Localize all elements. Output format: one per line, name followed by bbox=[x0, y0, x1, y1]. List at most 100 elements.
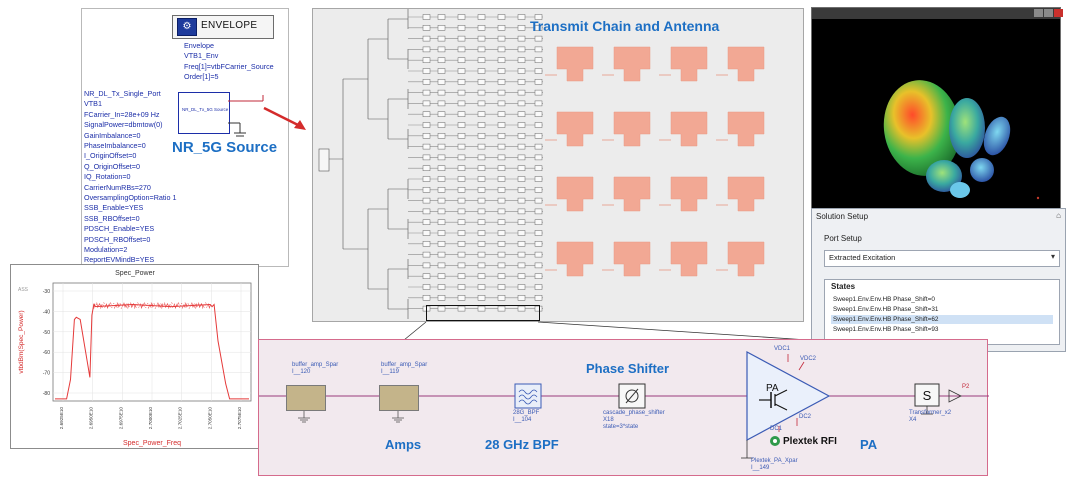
component-label-line: I__104 bbox=[513, 417, 532, 423]
pin-dc2: DC2 bbox=[799, 414, 812, 420]
pa-symbol bbox=[746, 350, 831, 442]
antenna-patch bbox=[727, 111, 765, 147]
y-tick-label: -30 bbox=[43, 289, 50, 295]
antenna-patch bbox=[670, 46, 708, 82]
component-label-line: Plextek_PA_Xpar bbox=[751, 458, 798, 464]
component-label-line: I__120 bbox=[292, 369, 311, 375]
state-row[interactable]: Sweep1.Env.Env.HB Phase_Shift=31 bbox=[833, 306, 939, 313]
source-param-line: PhaseImbalance=0 bbox=[84, 141, 146, 150]
chevron-down-icon[interactable]: ▾ bbox=[1050, 252, 1055, 261]
plextek-label: Plextek RFI bbox=[783, 436, 837, 447]
component-label-line: I__119 bbox=[381, 369, 399, 375]
source-param-line: SSB_RBOffset=0 bbox=[84, 213, 140, 223]
component-label-line: X4 bbox=[909, 417, 917, 423]
port-icon bbox=[948, 389, 962, 403]
ground-icon bbox=[298, 410, 404, 423]
side-lobe bbox=[983, 116, 1011, 156]
dropdown-value: Extracted Excitation bbox=[829, 253, 896, 262]
antenna-patch bbox=[727, 176, 765, 212]
y-tick-label: -40 bbox=[43, 309, 50, 315]
antenna-patch bbox=[613, 46, 651, 82]
component-label-line: state=3*state bbox=[603, 424, 639, 430]
x-axis-label: Spec_Power_Freq bbox=[123, 440, 181, 447]
source-wires bbox=[228, 95, 264, 137]
source-param-line: FCarrier_In=28e+09 Hz bbox=[84, 109, 160, 119]
source-param-line: GainImbalance=0 bbox=[84, 130, 141, 140]
buffer-amp-1[interactable] bbox=[286, 385, 326, 411]
pin-icon[interactable]: ⌂ bbox=[1056, 211, 1061, 220]
component-label-line: buffer_amp_Spar bbox=[292, 362, 339, 368]
maximize-icon[interactable] bbox=[1044, 9, 1053, 17]
source-block-label: NR_DL_Tx_5G Source bbox=[182, 107, 229, 112]
source-param-line: CarrierNumRBs=270 bbox=[84, 182, 151, 192]
svg-text:S: S bbox=[923, 388, 932, 403]
zoom-connectors bbox=[403, 321, 809, 341]
states-label: States bbox=[831, 282, 856, 291]
source-param-line: OversamplingOption=Ratio 1 bbox=[84, 193, 177, 202]
minimize-icon[interactable] bbox=[1034, 9, 1043, 17]
source-param-line: SignalPower=dbmtow(0) bbox=[84, 120, 163, 130]
antenna-patch bbox=[670, 176, 708, 212]
source-param-line: I_OriginOffset=0 bbox=[84, 151, 137, 161]
pa-symbol-label: PA bbox=[766, 383, 779, 394]
excitation-dropdown[interactable]: Extracted Excitation ▾ bbox=[824, 250, 1060, 267]
state-row[interactable]: Sweep1.Env.Env.HB Phase_Shift=93 bbox=[833, 326, 939, 333]
envelope-param-line: Freq[1]=vtbFCarrier_Source bbox=[184, 61, 274, 71]
y-axis-label: vtbdBm(Spec_Power) bbox=[18, 310, 25, 373]
solution-setup-panel: Solution Setup ⌂ Port Setup Extracted Ex… bbox=[811, 208, 1066, 352]
envelope-block[interactable]: ⚙ ENVELOPE bbox=[172, 15, 274, 39]
source-param-line: PDSCH_Enable=YES bbox=[84, 224, 155, 234]
x-tick-label: 2.7050E10 bbox=[207, 407, 212, 430]
bpf-caption: 28 GHz BPF bbox=[485, 437, 559, 452]
antenna-patch bbox=[727, 46, 765, 82]
component-label-line: Transformer_x2 bbox=[909, 410, 952, 416]
component-label-line: 28G_BPF bbox=[513, 410, 540, 416]
pin-vdc1: VDC1 bbox=[774, 346, 791, 352]
pointer-arrow bbox=[263, 106, 306, 130]
back-lobe bbox=[926, 160, 962, 192]
state-row[interactable]: Sweep1.Env.Env.HB Phase_Shift=0 bbox=[833, 296, 935, 303]
chart-corner-label: ASS bbox=[18, 287, 29, 293]
schematic-title: Transmit Chain and Antenna bbox=[530, 18, 720, 34]
phase-shifter-caption: Phase Shifter bbox=[586, 361, 670, 376]
origin-dot bbox=[1036, 196, 1040, 200]
source-param-line: VTB1 bbox=[84, 99, 102, 109]
y-tick-label: -50 bbox=[43, 330, 50, 336]
antenna-patch bbox=[727, 241, 765, 277]
component-label-line: X18 bbox=[603, 417, 614, 423]
close-icon[interactable] bbox=[1054, 9, 1063, 17]
x-tick-label: 2.6975E10 bbox=[118, 407, 123, 430]
component-label-line: I__149 bbox=[751, 465, 770, 471]
schematic-drawing bbox=[318, 9, 765, 319]
transmit-schematic: Transmit Chain and Antenna bbox=[312, 8, 804, 322]
envelope-param-line: Order[1]=5 bbox=[184, 72, 219, 82]
side-lobe bbox=[949, 98, 985, 158]
series-line bbox=[55, 303, 249, 400]
antenna-patch bbox=[556, 241, 594, 277]
x-tick-label: 2.7025E10 bbox=[178, 407, 183, 430]
source-param-line: SSB_Enable=YES bbox=[84, 203, 144, 213]
zoom-selection[interactable] bbox=[426, 305, 540, 321]
buffer-amp-2[interactable] bbox=[379, 385, 419, 411]
source-param-line: Q_OriginOffset=0 bbox=[84, 161, 140, 171]
y-tick-label: -70 bbox=[43, 371, 50, 377]
port-label: P2 bbox=[962, 384, 970, 390]
envelope-title: ENVELOPE bbox=[201, 20, 258, 31]
source-block[interactable]: NR_DL_Tx_5G Source bbox=[178, 92, 230, 134]
source-param-line: NR_DL_Tx_Single_Port bbox=[84, 89, 161, 98]
envelope-param-line: Envelope bbox=[184, 41, 214, 50]
back-lobe bbox=[950, 182, 970, 198]
state-row[interactable]: Sweep1.Env.Env.HB Phase_Shift=62 bbox=[831, 315, 1053, 324]
main-lobe bbox=[883, 80, 961, 176]
panel-title: Solution Setup bbox=[816, 212, 869, 221]
source-caption: NR_5G Source bbox=[172, 139, 278, 156]
source-param-line: ReportEVMindB=YES bbox=[84, 255, 155, 265]
